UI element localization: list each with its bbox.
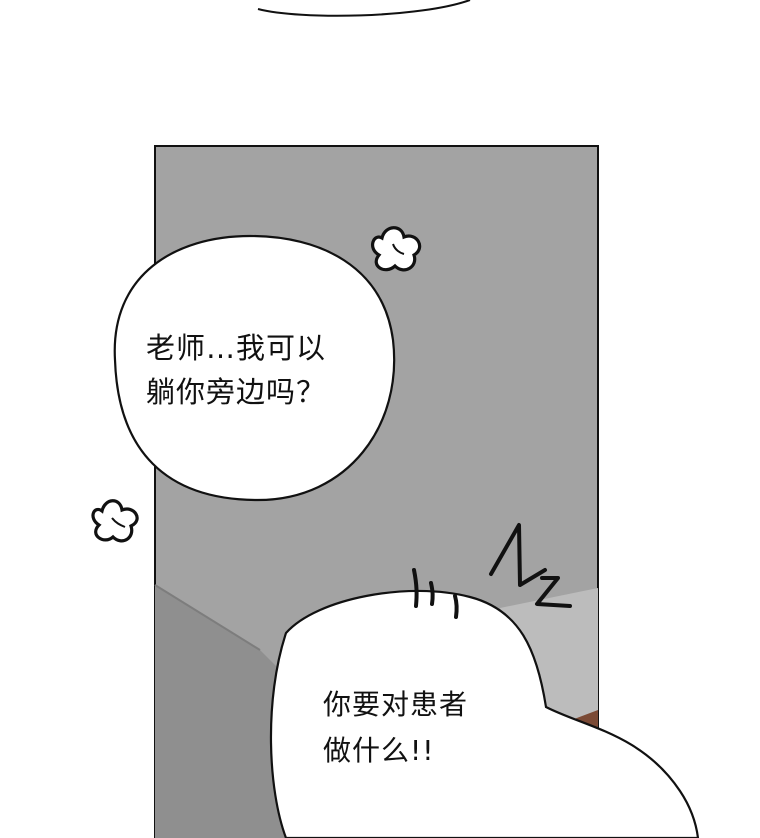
speech-bubble-bottom <box>269 589 700 838</box>
speech-line: 做什么!! <box>323 734 435 767</box>
speech-bubble-bottom-text: 你要对患者 做什么!! <box>323 682 468 774</box>
wall-shadow <box>155 585 300 838</box>
flower-burst-icon <box>370 226 422 272</box>
tremble-lines-icon <box>412 568 459 619</box>
shock-scribble-icon <box>489 523 572 608</box>
speech-bubble-top <box>113 234 396 502</box>
sparkle-icon <box>91 499 139 543</box>
speech-line: 躺你旁边吗？ <box>146 375 327 409</box>
speech-line: 你要对患者 <box>323 688 469 721</box>
wall-edge <box>154 584 261 651</box>
speech-bubble-fragment <box>257 0 471 17</box>
speech-line: 老师…我可以 <box>146 331 327 365</box>
speech-bubble-top-text: 老师…我可以 躺你旁边吗？ <box>146 326 326 414</box>
